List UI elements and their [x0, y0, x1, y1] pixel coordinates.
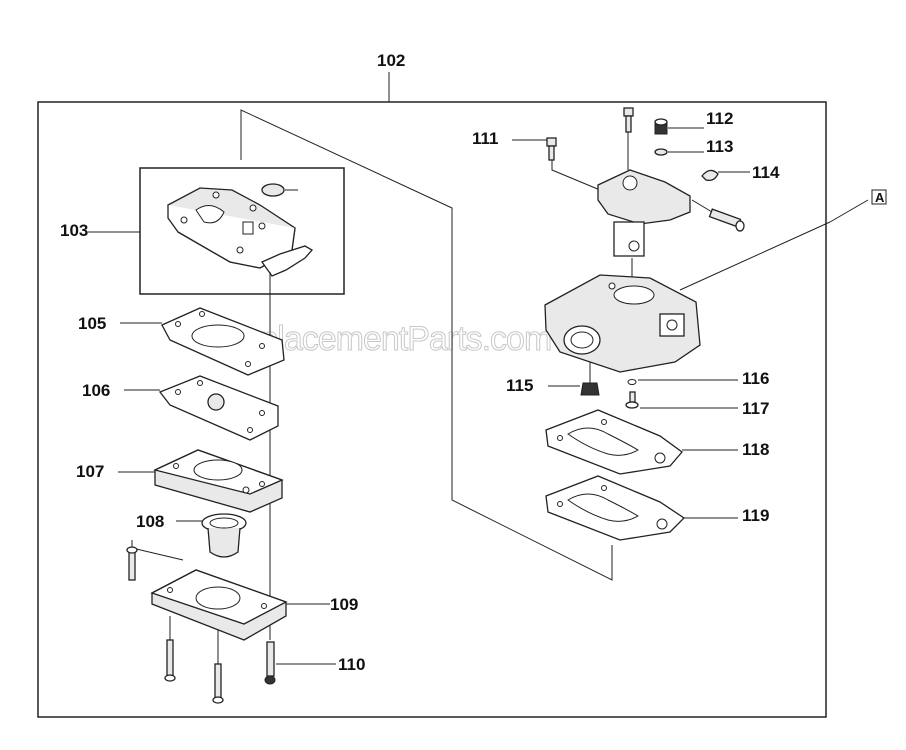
part-103-pump-body[interactable]: [139, 167, 345, 295]
part-119-gasket[interactable]: [545, 475, 686, 541]
part-label-117[interactable]: 117: [742, 399, 769, 418]
part-label-103[interactable]: 103: [60, 221, 88, 240]
part-label-107[interactable]: 107: [76, 462, 104, 481]
part-106-diaphragm[interactable]: [158, 375, 279, 441]
part-label-119[interactable]: 119: [742, 506, 769, 525]
screw-lower-left: [164, 639, 176, 682]
callout-marker-a[interactable]: A: [875, 190, 885, 205]
part-110-screw[interactable]: [264, 641, 276, 685]
part-label-111[interactable]: 111: [472, 129, 499, 148]
part-label-118[interactable]: 118: [742, 440, 769, 459]
part-label-112[interactable]: 112: [706, 109, 733, 128]
assembly-frame: [37, 101, 827, 718]
part-112-screw[interactable]: [654, 118, 668, 135]
screw-lower-middle: [212, 663, 224, 704]
part-label-106[interactable]: 106: [82, 381, 110, 400]
part-108-primer-bulb[interactable]: [201, 513, 247, 558]
part-label-108[interactable]: 108: [136, 512, 164, 531]
part-105-gasket[interactable]: [161, 307, 285, 376]
part-109-cover-plate[interactable]: [131, 540, 288, 641]
part-111-screw[interactable]: [546, 137, 557, 161]
part-label-116[interactable]: 116: [742, 369, 769, 388]
screw-upper-left: [126, 546, 138, 581]
part-label-110[interactable]: 110: [338, 655, 365, 674]
part-label-113[interactable]: 113: [706, 137, 733, 156]
part-label-114[interactable]: 114: [752, 163, 780, 182]
part-113-washer[interactable]: [654, 148, 668, 156]
part-115-plug[interactable]: [580, 362, 600, 396]
group-bracket: [240, 109, 613, 581]
throttle-screw: [623, 107, 634, 170]
part-116-o-ring[interactable]: [627, 379, 637, 385]
part-114-clip[interactable]: [701, 169, 719, 182]
throttle-lever-assembly: [597, 169, 745, 282]
part-label-115[interactable]: 115: [506, 376, 533, 395]
carburetor-body[interactable]: [544, 274, 701, 373]
part-107-metering-body[interactable]: [153, 449, 284, 513]
assembly-label-102[interactable]: 102: [377, 51, 405, 70]
part-label-105[interactable]: 105: [78, 314, 106, 333]
part-label-109[interactable]: 109: [330, 595, 358, 614]
part-118-gasket[interactable]: [545, 409, 683, 475]
part-117-needle-valve[interactable]: [625, 391, 639, 409]
